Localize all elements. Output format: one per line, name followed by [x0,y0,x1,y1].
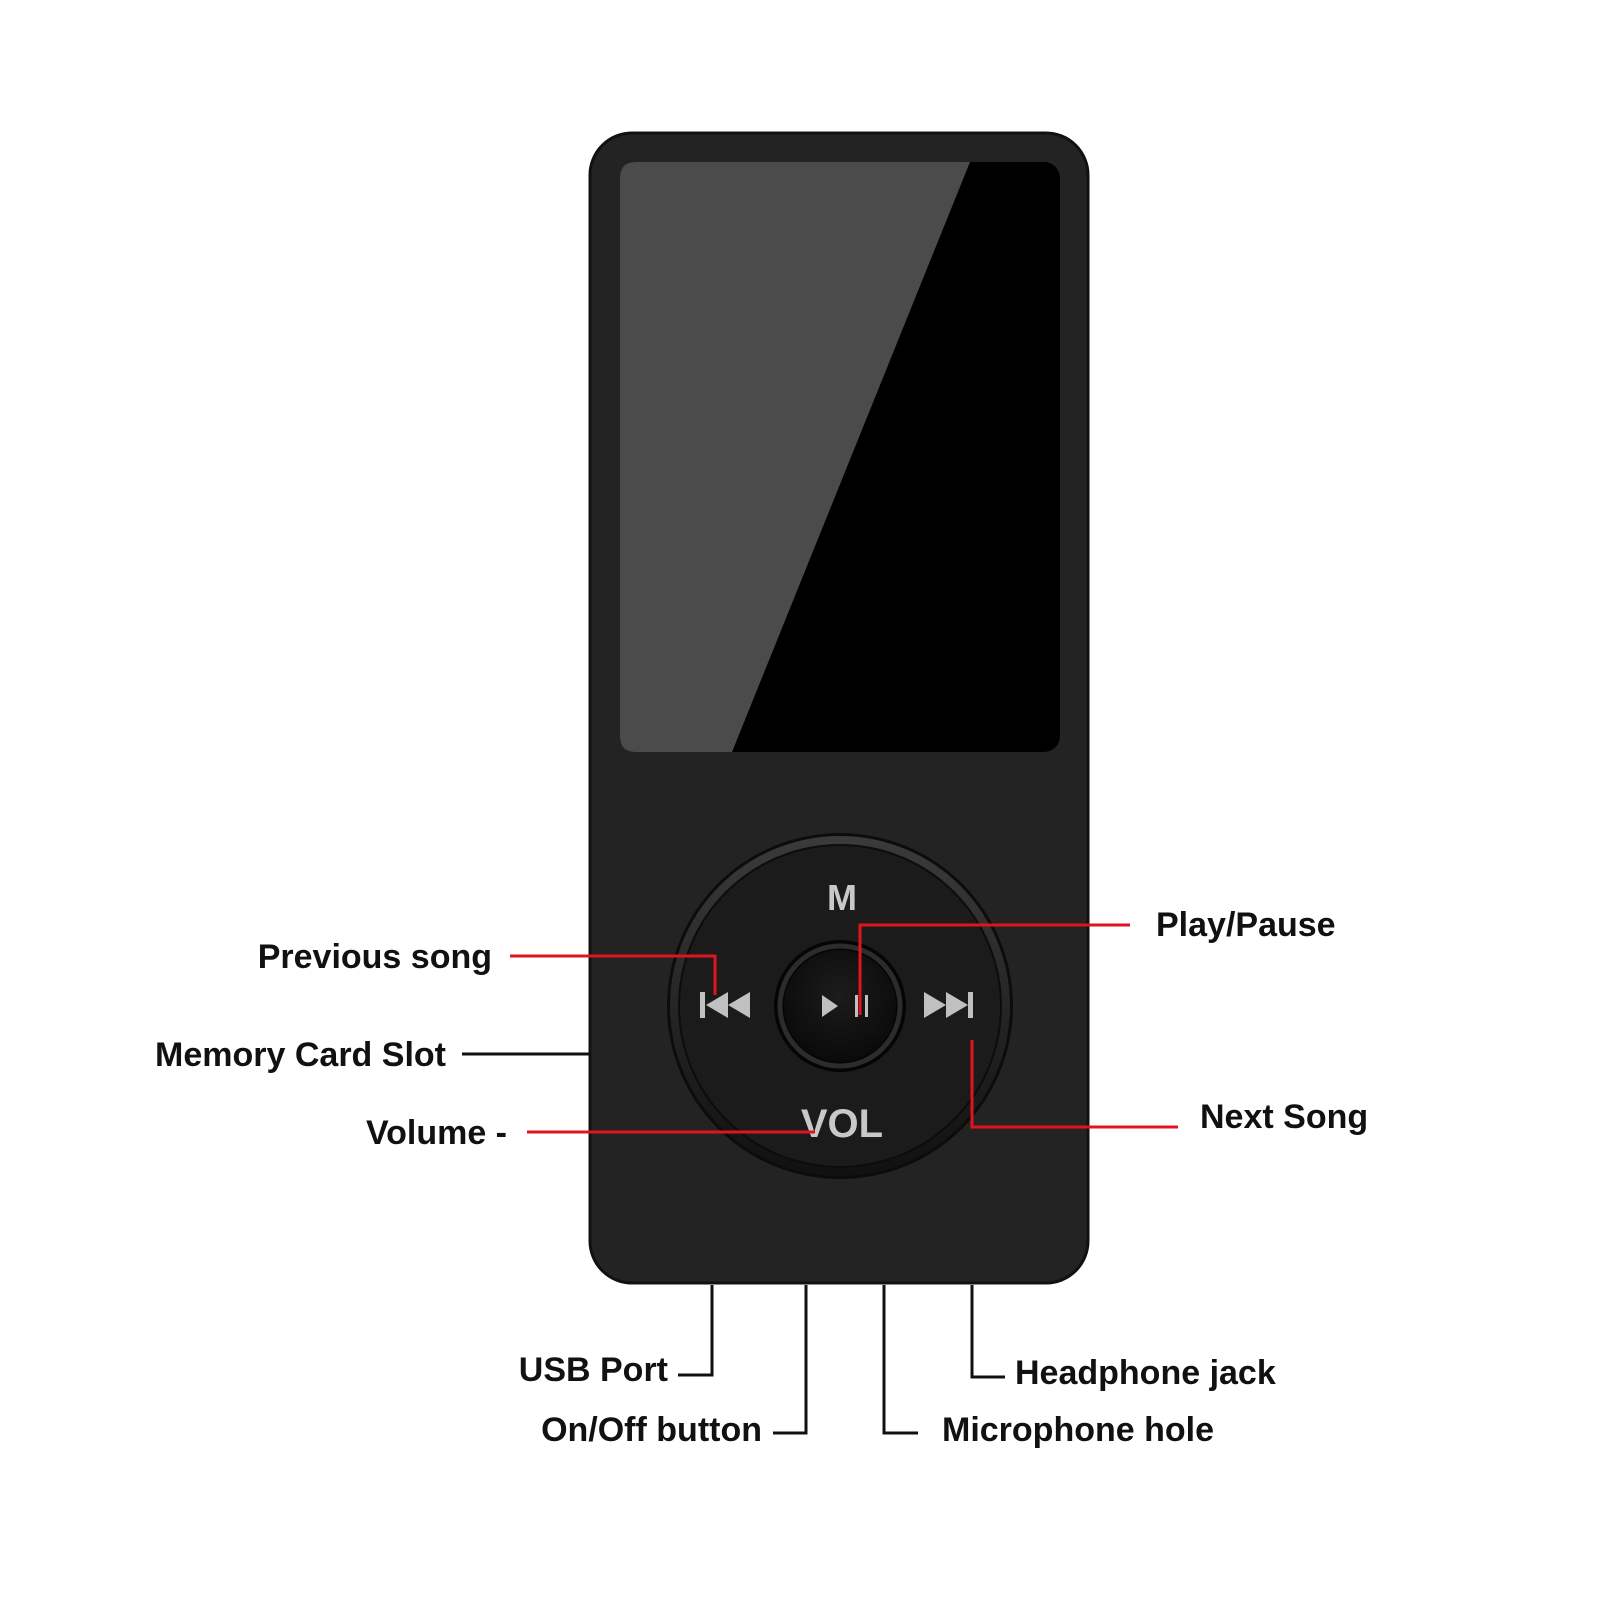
label-previous-song: Previous song [258,938,492,976]
control-wheel[interactable]: M VOL [667,833,1013,1179]
label-on-off-button: On/Off button [541,1411,762,1449]
callout-microphone [882,1285,918,1435]
label-memory-card-slot: Memory Card Slot [155,1036,446,1074]
screen [620,162,1060,752]
callout-play-pause [858,923,1130,1015]
label-microphone-hole: Microphone hole [942,1411,1214,1449]
next-icon[interactable] [924,992,973,1018]
label-volume: Volume - [366,1114,507,1152]
red-callout-lines [510,923,1178,1134]
callout-headphone [970,1285,1005,1379]
menu-button[interactable]: M [827,877,857,918]
label-next-song: Next Song [1200,1098,1368,1136]
label-headphone-jack: Headphone jack [1015,1354,1276,1392]
mp3-player: M VOL [588,131,1090,1285]
label-play-pause: Play/Pause [1156,906,1336,944]
label-usb-port: USB Port [519,1351,668,1389]
black-callout-lines [462,1052,1005,1435]
previous-icon[interactable] [700,992,750,1018]
volume-button[interactable]: VOL [801,1102,883,1146]
callout-on-off [773,1285,808,1435]
callout-usb [678,1285,714,1377]
play-pause-button[interactable] [774,940,906,1072]
screen-glare [620,162,970,752]
callout-next-song [970,1040,1178,1129]
callout-previous-song [510,954,717,995]
play-pause-icon [822,995,868,1017]
